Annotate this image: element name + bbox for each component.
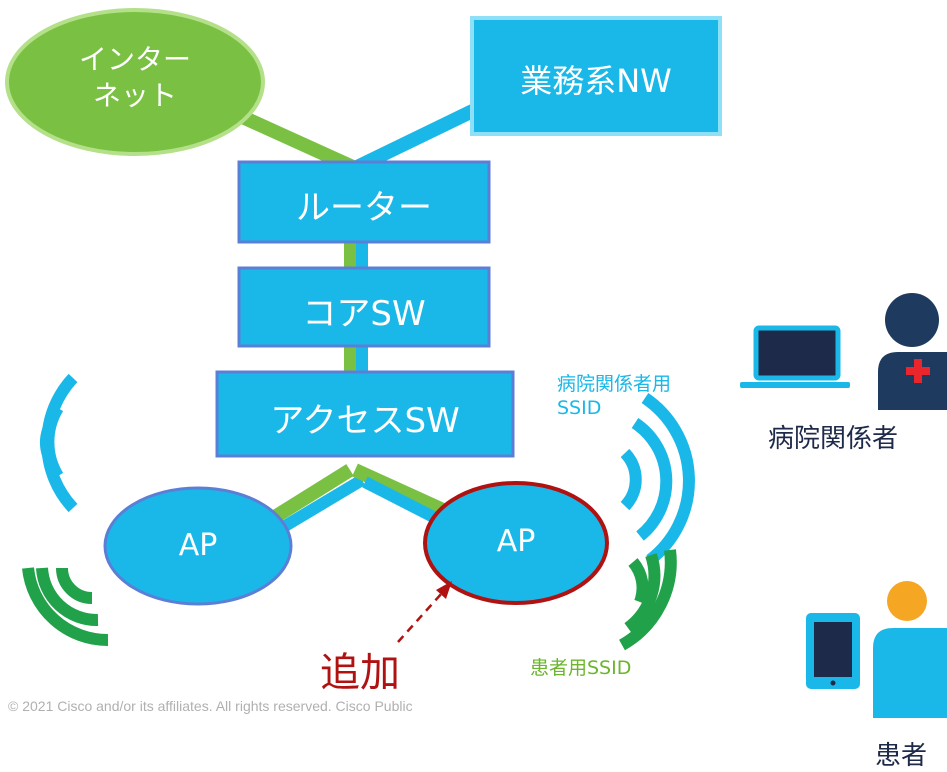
ap-right-label: AP xyxy=(496,524,536,559)
ap-right-node xyxy=(423,481,609,605)
router-label: ルーター xyxy=(296,188,432,228)
doctor-icon xyxy=(878,293,947,410)
tablet-icon xyxy=(806,613,860,689)
staff-ssid-label: 病院関係者用 SSID xyxy=(557,372,671,420)
added-label: 追加 xyxy=(320,650,400,696)
internet-label-line2: ネット xyxy=(92,79,177,112)
patient-label: 患者 xyxy=(875,741,928,771)
staff-ssid-line1: 病院関係者用 xyxy=(557,373,672,395)
wifi-signal-icon xyxy=(618,393,695,651)
internet-label: インター ネット xyxy=(60,42,210,114)
business-nw-node xyxy=(470,16,722,136)
wifi-signal-icon xyxy=(22,373,109,647)
ap-left-label: AP xyxy=(178,528,218,563)
copyright-footer: © 2021 Cisco and/or its affiliates. All … xyxy=(8,698,413,714)
ap-left-node xyxy=(103,486,293,606)
staff-label: 病院関係者 xyxy=(768,424,899,454)
core-sw-node xyxy=(237,266,491,348)
patient-ssid-label: 患者用SSID xyxy=(530,657,632,679)
staff-ssid-line2: SSID xyxy=(557,397,602,419)
business-nw-label: 業務系NW xyxy=(520,62,672,100)
access-sw-label: アクセスSW xyxy=(270,401,460,441)
laptop-icon xyxy=(740,325,850,388)
internet-label-line1: インター xyxy=(78,43,191,76)
core-sw-label: コアSW xyxy=(302,294,426,334)
added-arrow xyxy=(397,581,452,643)
router-node xyxy=(237,160,491,244)
person-icon xyxy=(873,581,947,718)
access-sw-node xyxy=(215,370,515,458)
internet-node xyxy=(5,8,265,156)
